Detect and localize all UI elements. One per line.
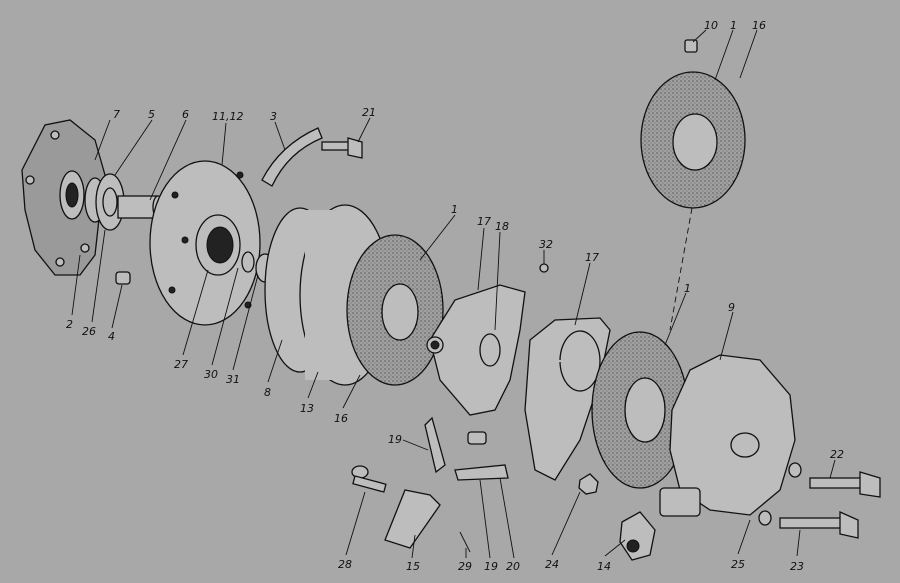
callout-16-mid: 16 [334, 412, 348, 425]
callout-18: 18 [495, 220, 509, 233]
callout-13: 13 [300, 402, 314, 415]
callout-26: 26 [82, 325, 96, 338]
thin-plate-part [524, 317, 611, 481]
screw-10-part [684, 39, 698, 53]
friction-disc-middle-part [346, 234, 444, 386]
shaft-bearing-group [84, 173, 164, 231]
callout-19-bottom: 19 [484, 560, 498, 573]
hex-nut-part [578, 473, 599, 495]
callout-32: 32 [539, 238, 553, 251]
callout-4: 4 [108, 330, 115, 343]
callout-24: 24 [545, 558, 559, 571]
pressure-disc-part [149, 160, 261, 326]
callout-22: 22 [830, 448, 844, 461]
callout-1-mid: 1 [451, 203, 458, 216]
bracket-clip-part [261, 127, 323, 187]
pressure-plate-part [426, 284, 526, 416]
washer-part [758, 462, 802, 526]
pin-bolt-28-part [351, 465, 387, 493]
friction-disc-top-part [640, 71, 746, 331]
callout-1-top: 1 [730, 19, 737, 32]
callout-leaders [71, 29, 836, 559]
cover-housing-part [659, 354, 796, 517]
callout-10: 10 [704, 19, 718, 32]
cotter-pin-part [459, 531, 471, 553]
callout-29: 29 [458, 560, 472, 573]
callout-3: 3 [270, 110, 277, 123]
ball-part [539, 263, 549, 273]
callout-15: 15 [406, 560, 420, 573]
callout-25: 25 [731, 558, 745, 571]
callout-labels: 10 1 16 7 5 6 11,12 3 21 1 17 18 32 17 1… [66, 19, 844, 573]
links-part [424, 416, 509, 481]
callout-5: 5 [148, 108, 155, 121]
callout-19-top: 19 [388, 433, 402, 446]
knurled-nut-part [619, 511, 656, 561]
callout-31: 31 [226, 373, 240, 386]
callout-17-mid: 17 [477, 215, 491, 228]
bolt-22-part [809, 471, 881, 498]
friction-disc-lower-part [591, 331, 689, 489]
callout-27: 27 [174, 358, 188, 371]
bolt-21-part [321, 137, 363, 159]
callout-28: 28 [338, 558, 352, 571]
callout-20: 20 [506, 560, 520, 573]
callout-2: 2 [66, 318, 73, 331]
callout-7: 7 [113, 108, 120, 121]
callout-23: 23 [790, 560, 804, 573]
callout-11-12: 11,12 [212, 110, 244, 123]
callout-16-top: 16 [752, 19, 766, 32]
callout-9: 9 [728, 301, 735, 314]
housing-flange-part [21, 119, 106, 276]
callout-14: 14 [597, 560, 611, 573]
bolt-23-part [779, 510, 859, 539]
callout-6: 6 [182, 108, 189, 121]
callout-21: 21 [362, 106, 376, 119]
callout-1-right: 1 [684, 282, 691, 295]
pin-part [115, 271, 131, 285]
callout-17-right: 17 [585, 251, 599, 264]
callout-8: 8 [264, 386, 271, 399]
clevis-part [384, 489, 441, 549]
callout-30: 30 [204, 368, 218, 381]
